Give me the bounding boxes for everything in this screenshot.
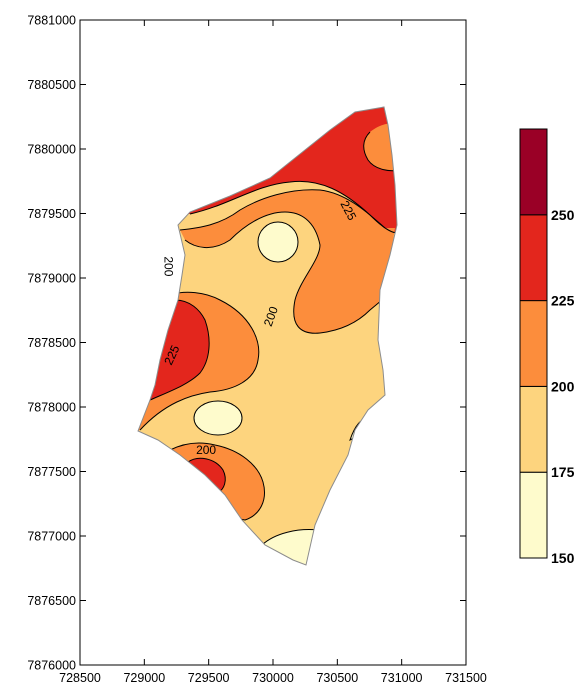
legend-swatch (519, 128, 548, 216)
legend-swatch (519, 300, 548, 387)
legend-label: 225 (551, 293, 575, 309)
band-150-175-blob-center (193, 400, 243, 436)
x-axis: 728500 729000 729500 730000 730500 731000 7315… (59, 20, 487, 685)
band-225-250-south (188, 458, 226, 492)
contour-label: 200 (161, 256, 175, 276)
region-outline (137, 106, 398, 566)
band-225-250-west (140, 300, 210, 420)
legend-label: 175 (551, 464, 575, 480)
y-tick-label: 7879000 (27, 272, 76, 286)
legend-label: 250 (551, 207, 575, 223)
x-tick-label: 730500 (316, 671, 358, 685)
legend-swatch (519, 214, 548, 302)
legend-swatch (519, 385, 548, 473)
x-tick-label: 728500 (59, 671, 101, 685)
band-200-225-north (180, 189, 395, 334)
legend-label: 200 (551, 378, 575, 394)
y-tick-label: 7878000 (27, 401, 76, 415)
contour-label: 200 (196, 443, 216, 457)
y-tick-label: 7880500 (27, 78, 76, 92)
color-legend: 150 175 200 225 250 (519, 128, 575, 566)
band-150-175-blob-north (257, 221, 299, 263)
x-tick-label: 731500 (445, 671, 487, 685)
x-tick-label: 730000 (252, 671, 294, 685)
x-tick-label: 729500 (188, 671, 230, 685)
x-tick-label: 731000 (381, 671, 423, 685)
y-tick-label: 7880000 (27, 143, 76, 157)
y-tick-label: 7878500 (27, 336, 76, 350)
y-tick-label: 7881000 (27, 14, 76, 28)
y-tick-label: 7877500 (27, 465, 76, 479)
contour-fills (138, 107, 397, 565)
y-tick-label: 7876500 (27, 594, 76, 608)
legend-swatch (519, 471, 548, 559)
legend-label: 150 (551, 550, 575, 566)
y-tick-label: 7876000 (27, 659, 76, 673)
x-tick-label: 729000 (123, 671, 165, 685)
contour-label: 200 (261, 304, 281, 328)
y-tick-label: 7877000 (27, 530, 76, 544)
y-tick-label: 7879500 (27, 207, 76, 221)
y-axis: 7876000 7876500 7877000 7877500 7878000 78785… (27, 14, 466, 673)
